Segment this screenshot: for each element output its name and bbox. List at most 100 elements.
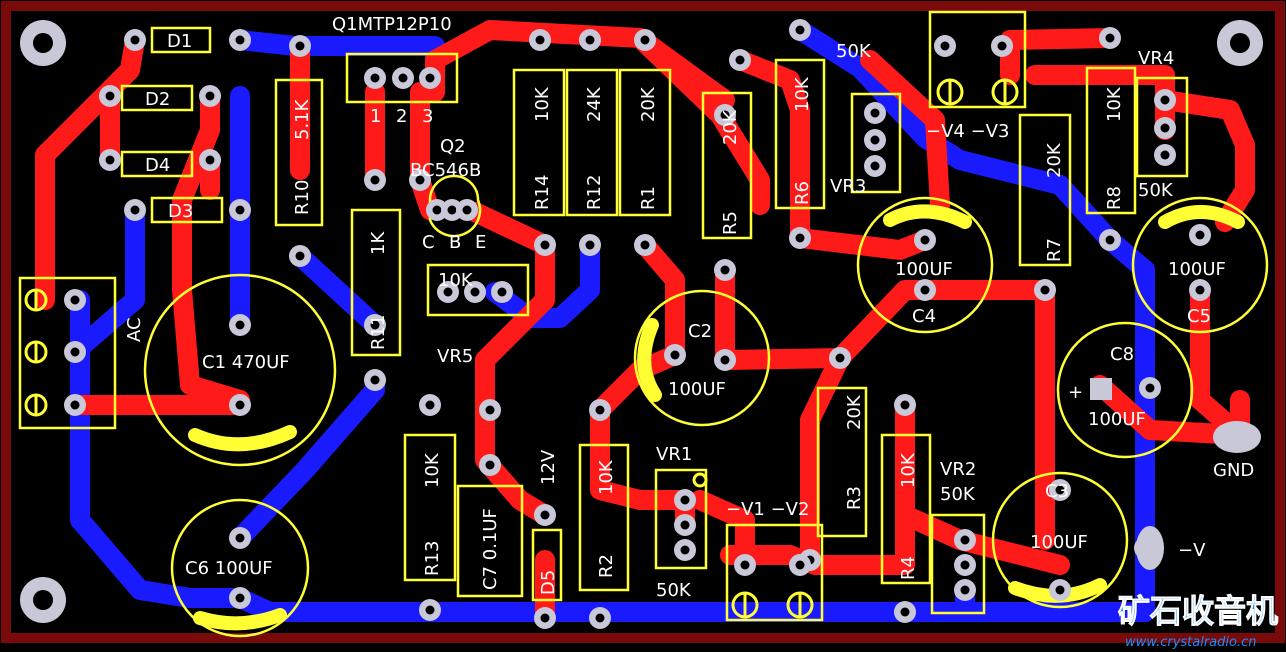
pad-hole [670,350,680,360]
c3-value: 100UF [1030,532,1088,553]
r2-outline [578,443,630,592]
vr4-outline [1135,76,1189,178]
vr2-value: 50K [940,484,976,505]
c5-value: 100UF [1168,259,1226,280]
pad-hole [105,91,115,101]
r11-outline [350,208,402,357]
r12-ref: R12 [584,175,605,210]
pad-hole [70,295,80,305]
r7-ref: R7 [1044,238,1065,262]
pad-hole [540,510,550,520]
pad-hole [900,400,910,410]
c4-label: C4 [912,306,936,327]
pad-hole [432,205,442,215]
pad-hole [370,73,380,83]
gnd-label: GND [1213,460,1254,481]
top-traces [35,20,1255,622]
r10-ref: R10 [292,180,313,215]
pad-hole [680,520,690,530]
r6-outline [774,58,826,210]
q2-pin-b: B [449,232,461,253]
r11-value: 1K [368,231,389,255]
r14-value: 10K [532,86,553,122]
vr1-value: 50K [656,580,692,601]
pad-hole [997,41,1007,51]
r8-outline [1085,66,1137,215]
r4-value: 10K [898,452,919,488]
d5-value: 12V [538,449,559,485]
pad-hole [735,55,745,65]
c6-outline [170,498,310,638]
pad-hole [425,400,435,410]
conn-v4v3-outline [928,10,1027,109]
pad-hole [680,495,690,505]
pad-hole [130,205,140,215]
pad-hole [235,593,245,603]
pad-hole [1055,485,1065,495]
vr5-outline [426,263,530,317]
vr4-value: 50K [1138,180,1174,201]
pad-hole [415,175,425,185]
c8-label: C8 [1110,344,1134,365]
c5-outline [1131,196,1269,334]
pad-hole [370,175,380,185]
pad-hole [960,535,970,545]
pad-hole [720,110,730,120]
r13-outline [403,433,457,582]
r5-value: 20K [720,109,741,145]
pad-hole [870,108,880,118]
d3-outline [150,196,224,224]
q1-pin2: 2 [396,106,407,127]
c3-outline [991,471,1129,609]
pad-hole [205,155,215,165]
c8-outline [1056,321,1194,459]
pad-hole [485,460,495,470]
pad-hole [205,91,215,101]
pad-hole [640,35,650,45]
r5-outline [701,91,753,240]
pad-hole [1105,33,1115,43]
pad-hole [295,251,305,261]
pad-hole [585,35,595,45]
q1-label: Q1MTP12P10 [332,14,452,35]
oval-pad [1213,421,1261,453]
r1-ref: R1 [638,186,659,210]
pad-hole [235,400,245,410]
r3-outline [816,386,868,538]
r2-value: 10K [596,459,617,495]
vr1-label: VR1 [656,444,692,465]
pad-hole [130,35,140,45]
d3-label: D3 [168,201,193,222]
vr5-label: VR5 [437,346,473,367]
pad-hole [470,287,480,297]
c8-plus: + [1068,382,1083,403]
pad-hole [105,155,115,165]
pad-hole [425,605,435,615]
vr3-outline [850,92,902,194]
pad-hole [540,240,550,250]
square-pad [1090,378,1112,400]
pad-hole [462,205,472,215]
c4-outline [856,196,994,334]
pad-hole [720,355,730,365]
vr3-value: 50K [836,41,872,62]
conn-v4v3-label: −V4 −V3 [926,121,1009,142]
vr5-value: 10K [438,270,474,291]
conn-v1v2-outline [725,523,824,622]
pad-hole [960,585,970,595]
pad-hole [235,35,245,45]
q2-pin-c: C [422,232,435,253]
c7-label: C7 0.1UF [480,508,501,590]
pad-hole [497,287,507,297]
c1-outline [143,273,337,467]
pad-hole [920,235,930,245]
vr3-label: VR3 [830,176,866,197]
mounting-holes [20,20,1263,623]
pad-hole [1055,585,1065,595]
q2-part: BC546B [410,160,481,181]
pad-hole [70,400,80,410]
q1-pin1: 1 [370,106,381,127]
pad-hole [870,135,880,145]
pad-hole [595,613,605,623]
